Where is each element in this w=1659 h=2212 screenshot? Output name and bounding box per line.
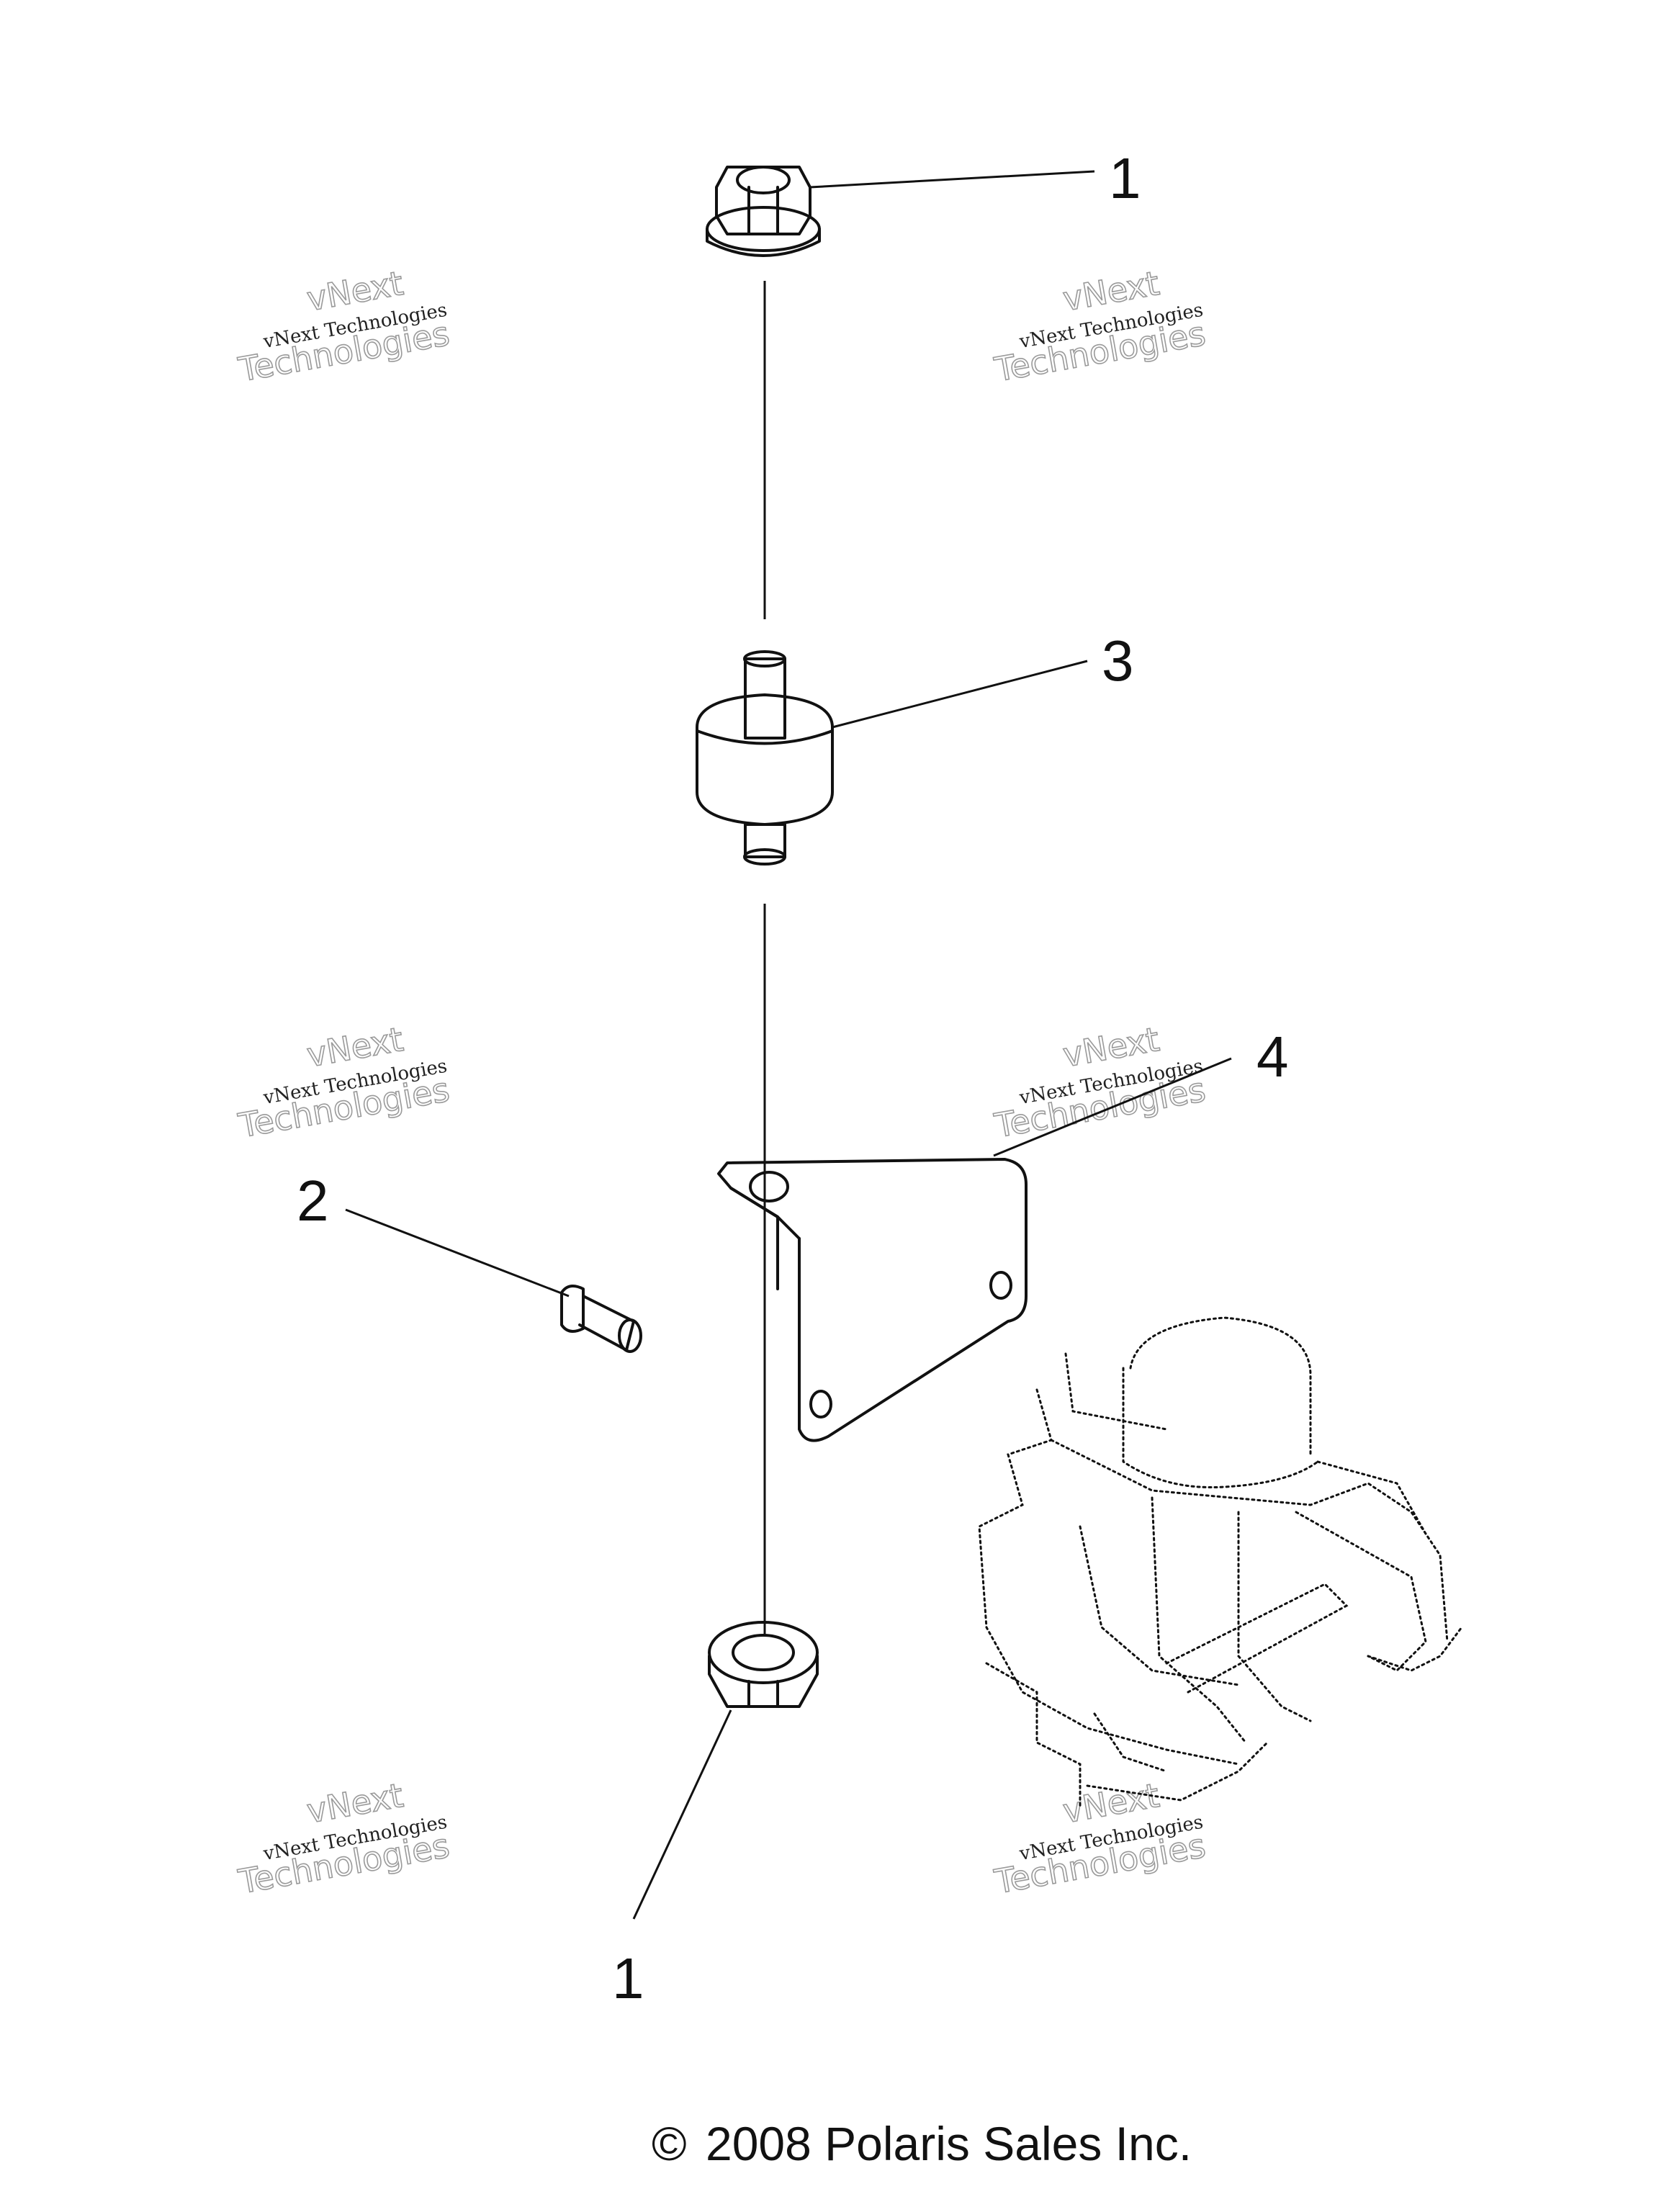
callout-1-top: 1 (1109, 146, 1141, 210)
leader-line-4 (993, 1057, 1232, 1157)
copyright-symbol: © (652, 2117, 687, 2170)
mounting-bracket (717, 1158, 1028, 1442)
flange-nut-top (706, 166, 821, 257)
leader-line-2 (345, 1208, 570, 1298)
watermark-top-right: vNext Technologies vNext Technologies (991, 263, 1209, 390)
bolt (560, 1285, 642, 1353)
callout-2: 2 (297, 1169, 329, 1233)
engine-housing-outline (978, 1316, 1463, 1809)
leader-line-1-top (809, 170, 1095, 189)
flange-nut-bottom (708, 1621, 819, 1708)
callout-1-bottom: 1 (612, 1946, 644, 2010)
copyright-notice: © 2008 Polaris Sales Inc. (652, 2117, 1192, 2170)
leader-line-1-bottom (632, 1709, 732, 1920)
copyright-text: 2008 Polaris Sales Inc. (706, 2117, 1192, 2170)
watermark-bottom-right: vNext Technologies vNext Technologies (991, 1775, 1209, 1902)
callout-4: 4 (1256, 1025, 1289, 1089)
watermark-top-left: vNext Technologies vNext Technologies (235, 263, 453, 390)
watermark-middle-left: vNext Technologies vNext Technologies (235, 1019, 453, 1146)
watermark-middle-right: vNext Technologies vNext Technologies (991, 1019, 1209, 1146)
rubber-bushing (696, 650, 834, 866)
leader-line-3 (832, 660, 1088, 729)
callout-3: 3 (1102, 629, 1134, 693)
watermark-bottom-left: vNext Technologies vNext Technologies (235, 1775, 453, 1902)
